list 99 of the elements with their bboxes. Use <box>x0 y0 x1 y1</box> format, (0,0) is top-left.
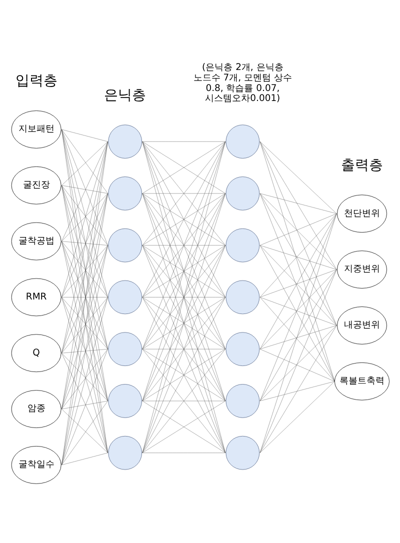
connector <box>62 240 108 245</box>
connector <box>62 140 108 185</box>
node-circle <box>226 332 260 366</box>
node-ellipse: 지보패턴 <box>11 110 62 148</box>
node-circle <box>108 384 142 418</box>
connector <box>62 184 108 245</box>
connector <box>142 244 226 401</box>
label: 은닉층 <box>104 87 146 104</box>
connector <box>142 140 226 245</box>
connector <box>62 348 108 409</box>
connector <box>142 296 226 297</box>
connector <box>260 192 337 326</box>
node-ellipse: 굴착일수 <box>11 446 62 484</box>
connector <box>142 244 226 245</box>
node-ellipse: Q <box>11 334 62 372</box>
connector <box>142 244 226 452</box>
connector <box>260 213 337 245</box>
connector <box>260 140 335 381</box>
connector <box>62 400 108 409</box>
node-circle <box>226 384 260 418</box>
connector <box>142 296 226 401</box>
connector <box>62 352 108 401</box>
label: 입력층 <box>15 72 58 89</box>
connector <box>142 348 226 401</box>
connector <box>260 296 335 381</box>
node-ellipse: 록볼트축력 <box>334 362 390 400</box>
node-ellipse: 지중변위 <box>336 250 387 288</box>
connector <box>260 244 337 270</box>
node-circle <box>108 332 142 366</box>
connector <box>142 140 226 142</box>
connector <box>62 128 108 194</box>
node-ellipse: 굴진장 <box>11 166 62 204</box>
connector <box>142 192 226 194</box>
connector <box>260 268 337 349</box>
connector <box>62 296 108 297</box>
connector <box>142 400 226 452</box>
connector <box>260 324 337 452</box>
connector <box>62 192 108 241</box>
connector <box>142 192 226 401</box>
node-circle <box>226 435 260 470</box>
connector <box>260 140 337 214</box>
connector <box>142 348 226 452</box>
node-circle <box>108 176 142 210</box>
connector <box>260 324 337 349</box>
connector <box>260 380 335 401</box>
connector <box>142 296 226 452</box>
connector <box>260 268 337 401</box>
connector <box>142 140 226 452</box>
connector <box>260 268 337 297</box>
connector <box>260 213 337 349</box>
connector <box>62 184 108 194</box>
connector <box>260 192 335 381</box>
node-ellipse: 내공변위 <box>336 306 387 344</box>
connector <box>142 192 226 452</box>
node-ellipse: 암종 <box>11 390 62 428</box>
label: 출력층 <box>340 156 383 173</box>
node-ellipse: 굴착공법 <box>11 222 62 260</box>
connector <box>260 244 337 326</box>
connector <box>142 192 226 297</box>
node-ellipse: RMR <box>11 278 62 316</box>
connector <box>260 213 337 452</box>
connector <box>142 296 226 349</box>
connector <box>142 244 226 297</box>
connector <box>62 452 108 465</box>
node-circle <box>108 124 142 158</box>
node-circle <box>226 280 260 314</box>
connector <box>260 268 337 452</box>
connector <box>142 192 226 349</box>
connector <box>260 140 337 326</box>
connector <box>142 400 226 401</box>
connector <box>142 140 226 349</box>
connector <box>260 213 337 297</box>
connector <box>260 244 335 381</box>
connector <box>260 192 337 270</box>
node-circle <box>226 228 260 262</box>
node-circle <box>226 176 260 210</box>
node-circle <box>108 280 142 314</box>
node-circle <box>108 228 142 262</box>
connector <box>62 348 108 353</box>
connector <box>260 192 337 214</box>
label: (은닉층 2개, 은닉층 노드수 7개, 모멘텀 상수 0.8, 학습률 0.07, 시스템오차0.001) <box>193 61 292 104</box>
connector <box>142 348 226 349</box>
connector <box>260 348 335 381</box>
connector <box>260 296 337 326</box>
connector <box>62 400 108 465</box>
connector <box>260 140 337 270</box>
connector <box>142 244 226 349</box>
node-circle <box>108 435 142 470</box>
connector <box>260 380 335 452</box>
connector <box>142 192 226 245</box>
connector <box>260 324 337 401</box>
connector <box>142 140 226 194</box>
connector <box>142 140 226 401</box>
connector <box>62 408 108 452</box>
connector <box>142 140 226 297</box>
node-ellipse: 천단변위 <box>336 194 387 232</box>
node-circle <box>226 124 260 158</box>
connector <box>62 128 108 142</box>
connector <box>260 213 337 401</box>
